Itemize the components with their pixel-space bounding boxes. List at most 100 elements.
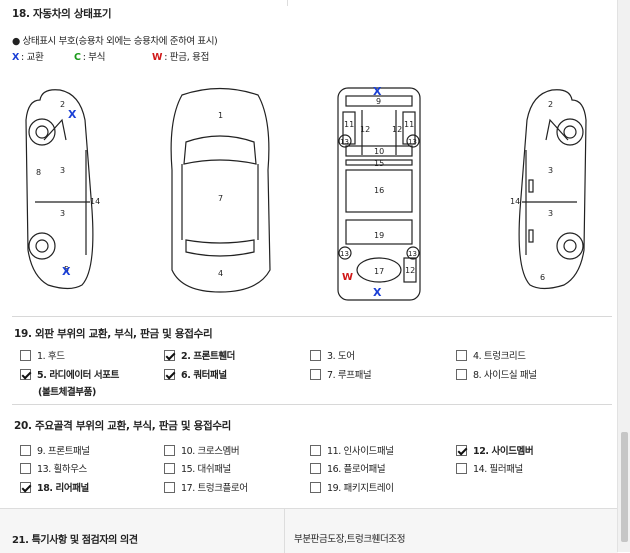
checkbox-front-fender-label: 2. 프론트휀더 [181,351,236,362]
checkbox-package-tray[interactable] [310,481,321,493]
label-under-12a: 12 [360,125,370,134]
checkbox-trunk-lid[interactable] [456,349,467,361]
checkbox-package-tray-label: 19. 패키지트레이 [327,483,394,494]
label-left-3a: 3 [60,166,65,175]
checkbox-item-side-sill[interactable]: 8. 사이드실 패널 [456,367,537,381]
checkbox-door-label: 3. 도어 [327,351,355,362]
legend-corrosion-label: : 부식 [82,52,106,63]
label-left-5: 5 [64,265,69,274]
label-under-13a: 13 [340,138,349,146]
legend-corrosion: C: 부식 [74,49,152,63]
label-under-15: 15 [374,159,384,168]
replace-mark-under-front: X [373,85,382,98]
checkbox-side-sill[interactable] [456,368,467,380]
checkbox-roof-panel[interactable] [310,368,321,380]
label-left-3b: 3 [60,209,65,218]
checkbox-rear-panel[interactable] [20,481,31,493]
checkbox-dash-panel-label: 15. 대쉬패널 [181,464,231,475]
checkbox-front-fender[interactable] [164,349,175,361]
checkbox-inside-panel[interactable] [310,444,321,456]
checkbox-dash-panel[interactable] [164,462,175,474]
section-21-title: 21. 특기사항 및 점검자의 의견 [12,535,138,546]
checkbox-front-panel[interactable] [20,444,31,456]
label-under-11a: 11 [344,120,354,129]
scrollbar-thumb[interactable] [621,432,628,542]
legend-weld: W: 판금, 용접 [152,49,209,63]
section-18: 18. 자동차의 상태표기 ● 상태표시 부호(승용차 외에는 승용차에 준하여… [12,6,612,63]
label-left-8: 8 [36,168,41,177]
checkbox-item-wheel-house[interactable]: 13. 휠하우스 [20,461,87,475]
left-side-view: 2 3 3 8 14 5 X X [25,89,100,290]
section-21-divider [284,509,285,553]
legend-replace-mark: X [12,52,20,63]
divider-19-20 [12,404,612,405]
label-under-13c: 13 [340,250,349,258]
checkbox-trunk-floor[interactable] [164,481,175,493]
checkbox-item-cross-member[interactable]: 10. 크로스멤버 [164,443,240,457]
checkbox-radiator-support[interactable] [20,368,31,380]
legend-weld-label: : 판금, 용접 [164,52,210,63]
label-under-11b: 11 [404,120,414,129]
label-left-2: 2 [60,100,65,109]
checkbox-item-pillar-panel[interactable]: 14. 필러패널 [456,461,523,475]
weld-mark-under-rear: W [342,272,353,283]
checkbox-quarter-panel[interactable] [164,368,175,380]
legend-replace-label: : 교환 [21,52,44,63]
section-21: 21. 특기사항 및 점검자의 의견 부분판금도장,트렁크휀더조정 [0,508,618,553]
checkbox-floor-panel[interactable] [310,462,321,474]
right-side-view: 2 3 3 14 6 [510,89,587,290]
checkbox-item-trunk-floor[interactable]: 17. 트렁크플로어 [164,480,248,494]
label-right-3a: 3 [548,166,553,175]
label-under-16: 16 [374,186,384,195]
legend-replace: X: 교환 [12,49,74,63]
checkbox-radiator-support-label: 5. 라디에이터 서포트 [37,370,119,381]
checkbox-item-hood[interactable]: 1. 후드 [20,348,65,362]
label-under-12b: 12 [392,125,402,134]
vertical-scrollbar[interactable] [617,0,630,552]
checkbox-item-quarter-panel[interactable]: 6. 쿼터패널 [164,367,227,381]
checkbox-floor-panel-label: 16. 플로어패널 [327,464,386,475]
top-view: 1 7 4 [170,87,271,293]
label-under-9: 9 [376,97,381,106]
checkbox-item-front-fender[interactable]: 2. 프론트휀더 [164,348,235,362]
checkbox-pillar-panel[interactable] [456,462,467,474]
checkbox-item-front-panel[interactable]: 9. 프론트패널 [20,443,90,457]
replace-mark-left-front: X [68,108,77,121]
label-right-3b: 3 [548,209,553,218]
section-19-title: 19. 외판 부위의 교환, 부식, 판금 및 용접수리 [14,328,213,340]
checkbox-trunk-floor-label: 17. 트렁크플로어 [181,483,248,494]
status-legend: X: 교환 C: 부식 W: 판금, 용접 [12,49,612,63]
checkbox-quarter-panel-label: 6. 쿼터패널 [181,370,227,381]
status-symbol-note: ● 상태표시 부호(승용차 외에는 승용차에 준하여 표시) [12,36,218,47]
checkbox-item-inside-panel[interactable]: 11. 인사이드패널 [310,443,394,457]
checkbox-hood[interactable] [20,349,31,361]
checkbox-item-roof-panel[interactable]: 7. 루프패널 [310,367,372,381]
checkbox-front-panel-label: 9. 프론트패널 [37,446,90,457]
checkbox-item-trunk-lid[interactable]: 4. 트렁크리드 [456,348,526,362]
divider-18-19 [12,316,612,317]
checkbox-item-package-tray[interactable]: 19. 패키지트레이 [310,480,394,494]
checkbox-item-rear-panel[interactable]: 18. 리어패널 [20,480,89,494]
label-left-14: 14 [90,197,100,206]
checkbox-item-door[interactable]: 3. 도어 [310,348,355,362]
label-top-4: 4 [218,269,223,278]
checkbox-pillar-panel-label: 14. 필러패널 [473,464,523,475]
checkbox-item-side-member[interactable]: 12. 사이드멤버 [456,443,534,457]
checkbox-item-floor-panel[interactable]: 16. 플로어패널 [310,461,386,475]
label-right-6: 6 [540,273,545,282]
car-condition-diagram: 2 3 3 8 14 5 X X 1 7 4 9 11 11 [25,85,587,301]
label-under-13b: 13 [408,138,417,146]
checkbox-wheel-house[interactable] [20,462,31,474]
checkbox-side-member[interactable] [456,444,467,456]
label-right-2: 2 [548,100,553,109]
checkbox-cross-member[interactable] [164,444,175,456]
checkbox-side-member-label: 12. 사이드멤버 [473,446,534,457]
label-under-10: 10 [374,147,384,156]
checkbox-item-radiator-support[interactable]: 5. 라디에이터 서포트 [20,367,119,381]
checkbox-door[interactable] [310,349,321,361]
checkbox-item-dash-panel[interactable]: 15. 대쉬패널 [164,461,231,475]
replace-mark-under-rear: X [373,286,382,299]
checkbox-cross-member-label: 10. 크로스멤버 [181,446,240,457]
checkbox-roof-panel-label: 7. 루프패널 [327,370,372,381]
legend-weld-mark: W [152,52,163,63]
